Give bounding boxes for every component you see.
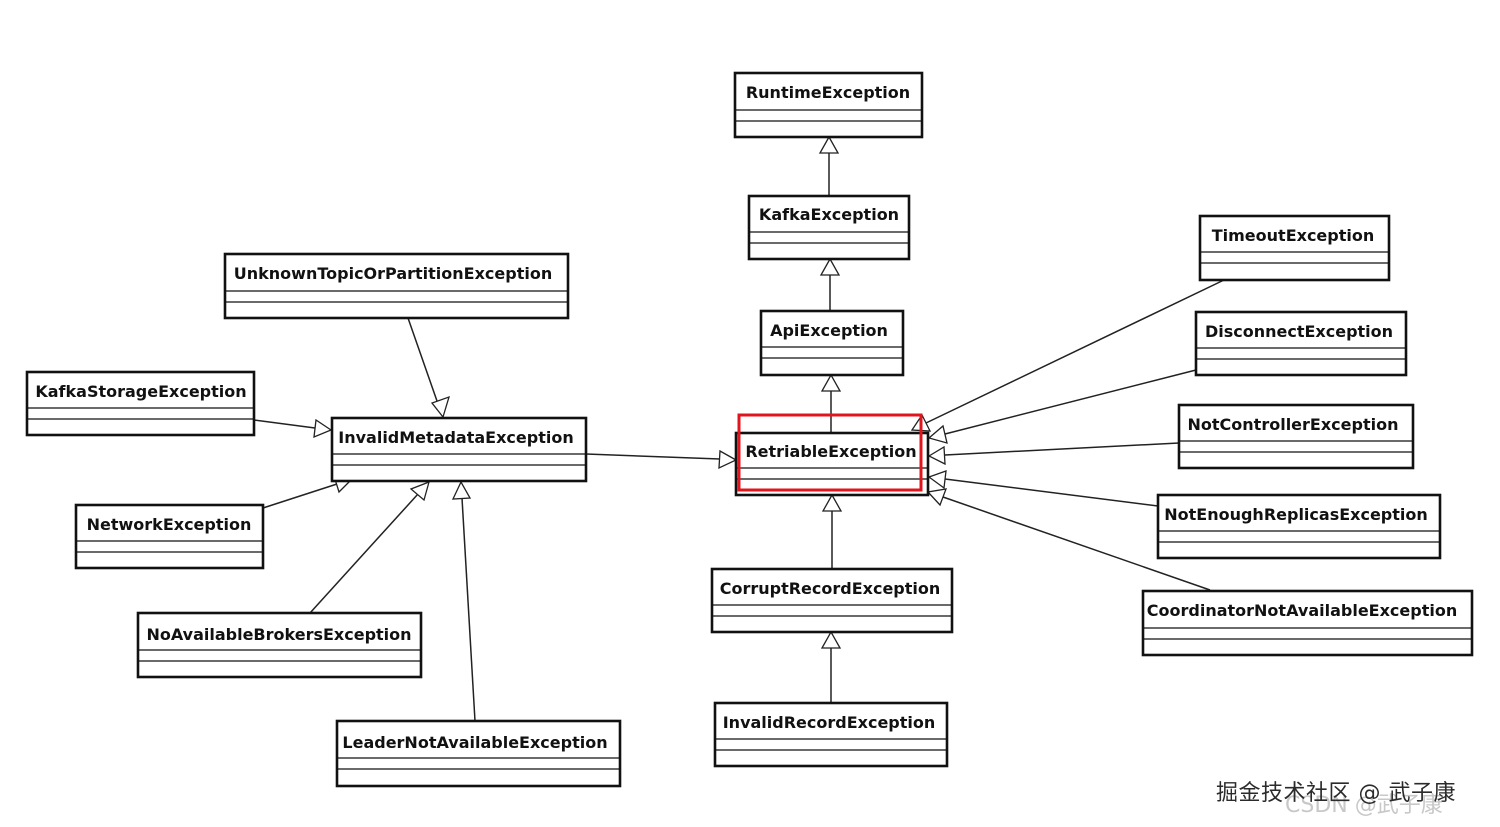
class-box-coordinator-not-available-exception: CoordinatorNotAvailableException	[1141, 589, 1474, 657]
class-name: DisconnectException	[1205, 322, 1393, 341]
class-name: TimeoutException	[1212, 226, 1375, 245]
class-boxes: RuntimeException KafkaException ApiExcep…	[25, 71, 1474, 788]
generalization-arrow-icon	[821, 493, 843, 512]
edge-leader-not-available-to-invalid-metadata	[451, 480, 476, 722]
class-box-invalid-metadata-exception: InvalidMetadataException	[330, 416, 588, 483]
generalization-arrow-icon	[819, 257, 841, 276]
class-box-timeout-exception: TimeoutException	[1198, 214, 1391, 282]
class-box-runtime-exception: RuntimeException	[733, 71, 924, 139]
class-box-not-controller-exception: NotControllerException	[1177, 403, 1415, 470]
class-name: UnknownTopicOrPartitionException	[234, 264, 552, 283]
class-name: CoordinatorNotAvailableException	[1147, 601, 1457, 620]
generalization-arrow-icon	[927, 424, 948, 444]
generalization-arrow-icon	[926, 488, 948, 507]
generalization-arrow-icon	[718, 449, 738, 470]
generalization-arrow-icon	[818, 135, 840, 154]
class-name: KafkaException	[759, 205, 899, 224]
edge-not-enough-replicas-to-retriable	[927, 470, 1159, 507]
generalization-arrow-icon	[409, 480, 430, 502]
class-box-leader-not-available-exception: LeaderNotAvailableException	[335, 719, 622, 788]
class-box-corrupt-record-exception: CorruptRecordException	[710, 567, 954, 634]
edge-kafka-storage-to-invalid-metadata	[253, 418, 333, 439]
class-box-kafka-exception: KafkaException	[747, 194, 911, 261]
class-box-no-available-brokers-exception: NoAvailableBrokersException	[136, 611, 423, 679]
watermark-csdn: CSDN @武子康	[1285, 793, 1443, 818]
class-box-kafka-storage-exception: KafkaStorageException	[25, 370, 256, 437]
inheritance-edges	[253, 135, 1225, 722]
class-name: NoAvailableBrokersException	[146, 625, 411, 644]
edge-invalid-metadata-to-retriable	[585, 449, 738, 470]
edge-unknown-topic-to-invalid-metadata	[407, 317, 450, 419]
edge-no-available-brokers-to-invalid-metadata	[309, 480, 430, 614]
class-name: InvalidMetadataException	[338, 428, 573, 447]
edge-invalid-record-to-corrupt-record	[820, 630, 842, 703]
highlight-box	[737, 413, 923, 492]
class-box-network-exception: NetworkException	[74, 503, 265, 570]
edge-retriable-to-api	[820, 373, 842, 433]
class-name: RetriableException	[745, 442, 916, 461]
class-name: LeaderNotAvailableException	[342, 733, 607, 752]
edge-disconnect-to-retriable	[927, 369, 1197, 444]
generalization-arrow-icon	[820, 630, 842, 649]
edge-api-to-kafka	[819, 257, 841, 311]
class-name: RuntimeException	[746, 83, 910, 102]
class-name: NetworkException	[87, 515, 252, 534]
generalization-arrow-icon	[927, 470, 947, 490]
class-name: NotEnoughReplicasException	[1164, 505, 1428, 524]
edge-corrupt-record-to-retriable	[821, 493, 843, 569]
generalization-arrow-icon	[313, 418, 333, 439]
generalization-arrow-icon	[927, 445, 946, 466]
class-name: NotControllerException	[1188, 415, 1399, 434]
class-box-not-enough-replicas-exception: NotEnoughReplicasException	[1156, 493, 1442, 560]
class-name: KafkaStorageException	[35, 382, 246, 401]
class-box-invalid-record-exception: InvalidRecordException	[713, 701, 949, 768]
generalization-arrow-icon	[451, 480, 472, 500]
edge-not-controller-to-retriable	[927, 442, 1180, 466]
edge-timeout-to-retriable	[910, 279, 1225, 432]
class-box-retriable-exception: RetriableException	[734, 431, 930, 497]
generalization-arrow-icon	[430, 395, 450, 419]
generalization-arrow-icon	[820, 373, 842, 392]
class-name: InvalidRecordException	[723, 713, 936, 732]
edge-kafka-to-runtime	[818, 135, 840, 196]
watermark-juejin: 掘金技术社区 @ 武子康	[1216, 781, 1456, 806]
class-name: CorruptRecordException	[720, 579, 941, 598]
class-name: ApiException	[770, 321, 888, 340]
class-box-api-exception: ApiException	[759, 309, 905, 377]
class-box-unknown-topic-or-partition-exception: UnknownTopicOrPartitionException	[223, 252, 570, 320]
class-box-disconnect-exception: DisconnectException	[1194, 310, 1408, 377]
edge-coordinator-not-available-to-retriable	[926, 488, 1211, 591]
